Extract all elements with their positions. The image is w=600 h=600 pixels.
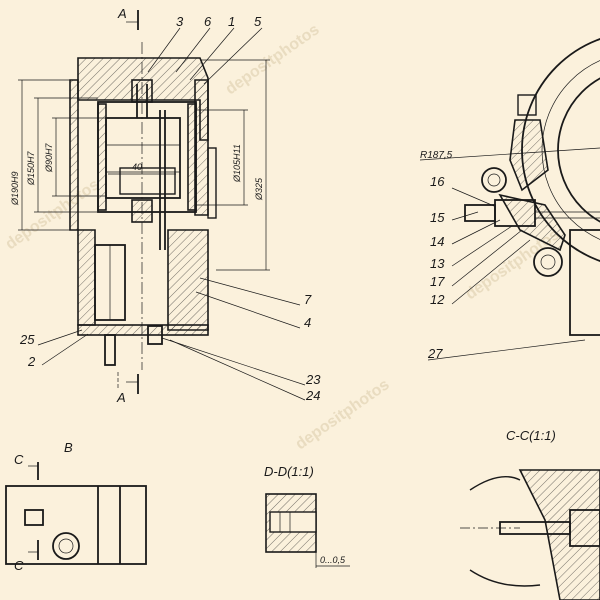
dim-r187: R187,5 (420, 150, 453, 161)
callout-4: 4 (304, 315, 311, 330)
callout-25: 25 (19, 332, 35, 347)
dim-d150: Ø150H7 (26, 150, 36, 186)
section-mark-c-top: C (14, 452, 24, 467)
callout-16: 16 (430, 174, 445, 189)
callout-27: 27 (427, 346, 443, 361)
section-mark-c-bottom: C (14, 558, 24, 573)
dim-d105: Ø105H11 (232, 144, 242, 183)
section-a-view (18, 10, 306, 401)
callout-2: 2 (27, 354, 36, 369)
callout-1: 1 (228, 14, 235, 29)
view-title-cc: C-C(1:1) (506, 428, 556, 443)
dim-40: 40 (132, 162, 142, 172)
dim-d325: Ø325 (254, 177, 264, 201)
callout-5: 5 (254, 14, 262, 29)
callout-3: 3 (176, 14, 184, 29)
section-mark-a-bottom: A (116, 390, 126, 405)
dim-d90: Ø90H7 (44, 142, 54, 173)
view-b (5, 462, 147, 565)
callout-23: 23 (305, 372, 321, 387)
side-view (419, 38, 600, 361)
dim-d190: Ø190H9 (10, 171, 20, 206)
callout-14: 14 (430, 234, 444, 249)
section-mark-a-top: A (117, 6, 127, 21)
callout-15: 15 (430, 210, 445, 225)
callout-7: 7 (304, 292, 312, 307)
callout-24: 24 (305, 388, 320, 403)
callout-13: 13 (430, 256, 445, 271)
dim-gap: 0...0,5 (320, 555, 346, 565)
callout-12: 12 (430, 292, 445, 307)
callout-6: 6 (204, 14, 212, 29)
labels: A A 3 6 1 5 7 4 25 2 23 24 Ø190H9 Ø150H7… (10, 6, 556, 573)
view-title-dd: D-D(1:1) (264, 464, 314, 479)
view-dd (265, 493, 350, 568)
view-cc (460, 469, 600, 600)
callout-17: 17 (430, 274, 445, 289)
view-title-b: B (64, 440, 73, 455)
